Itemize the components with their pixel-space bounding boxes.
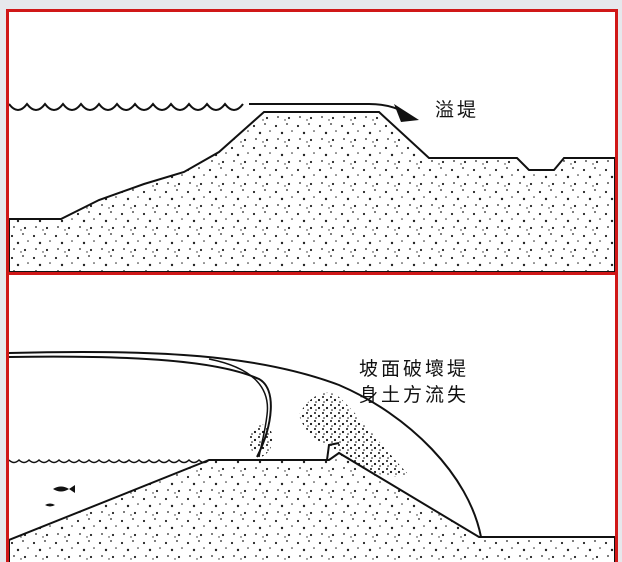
scour-notch [326, 442, 340, 461]
erosion-spray [299, 392, 409, 477]
overflow-arrow [249, 103, 405, 113]
fish-icon [45, 503, 55, 507]
slope-failure-panel: 坡面破壞堤 身土方流失 [6, 272, 618, 562]
erosion-spray-left [248, 424, 273, 457]
failure-label-line2: 身土方流失 [359, 384, 470, 406]
overflow-nappe-upper [9, 350, 482, 538]
overflow-nappe-lower [9, 355, 272, 458]
levee-body-eroded [9, 451, 615, 562]
overtopping-label: 溢堤 [435, 99, 480, 121]
levee-body [9, 111, 615, 272]
water-surface [9, 458, 210, 464]
failure-label-line1: 坡面破壞堤 [359, 358, 470, 380]
overtopping-illustration [9, 102, 615, 272]
slope-failure-illustration [9, 350, 615, 562]
water-surface [9, 102, 244, 111]
overtopping-panel: 溢堤 [6, 9, 618, 275]
overflow-arrow-head [394, 104, 419, 122]
fish-icon [53, 485, 75, 493]
